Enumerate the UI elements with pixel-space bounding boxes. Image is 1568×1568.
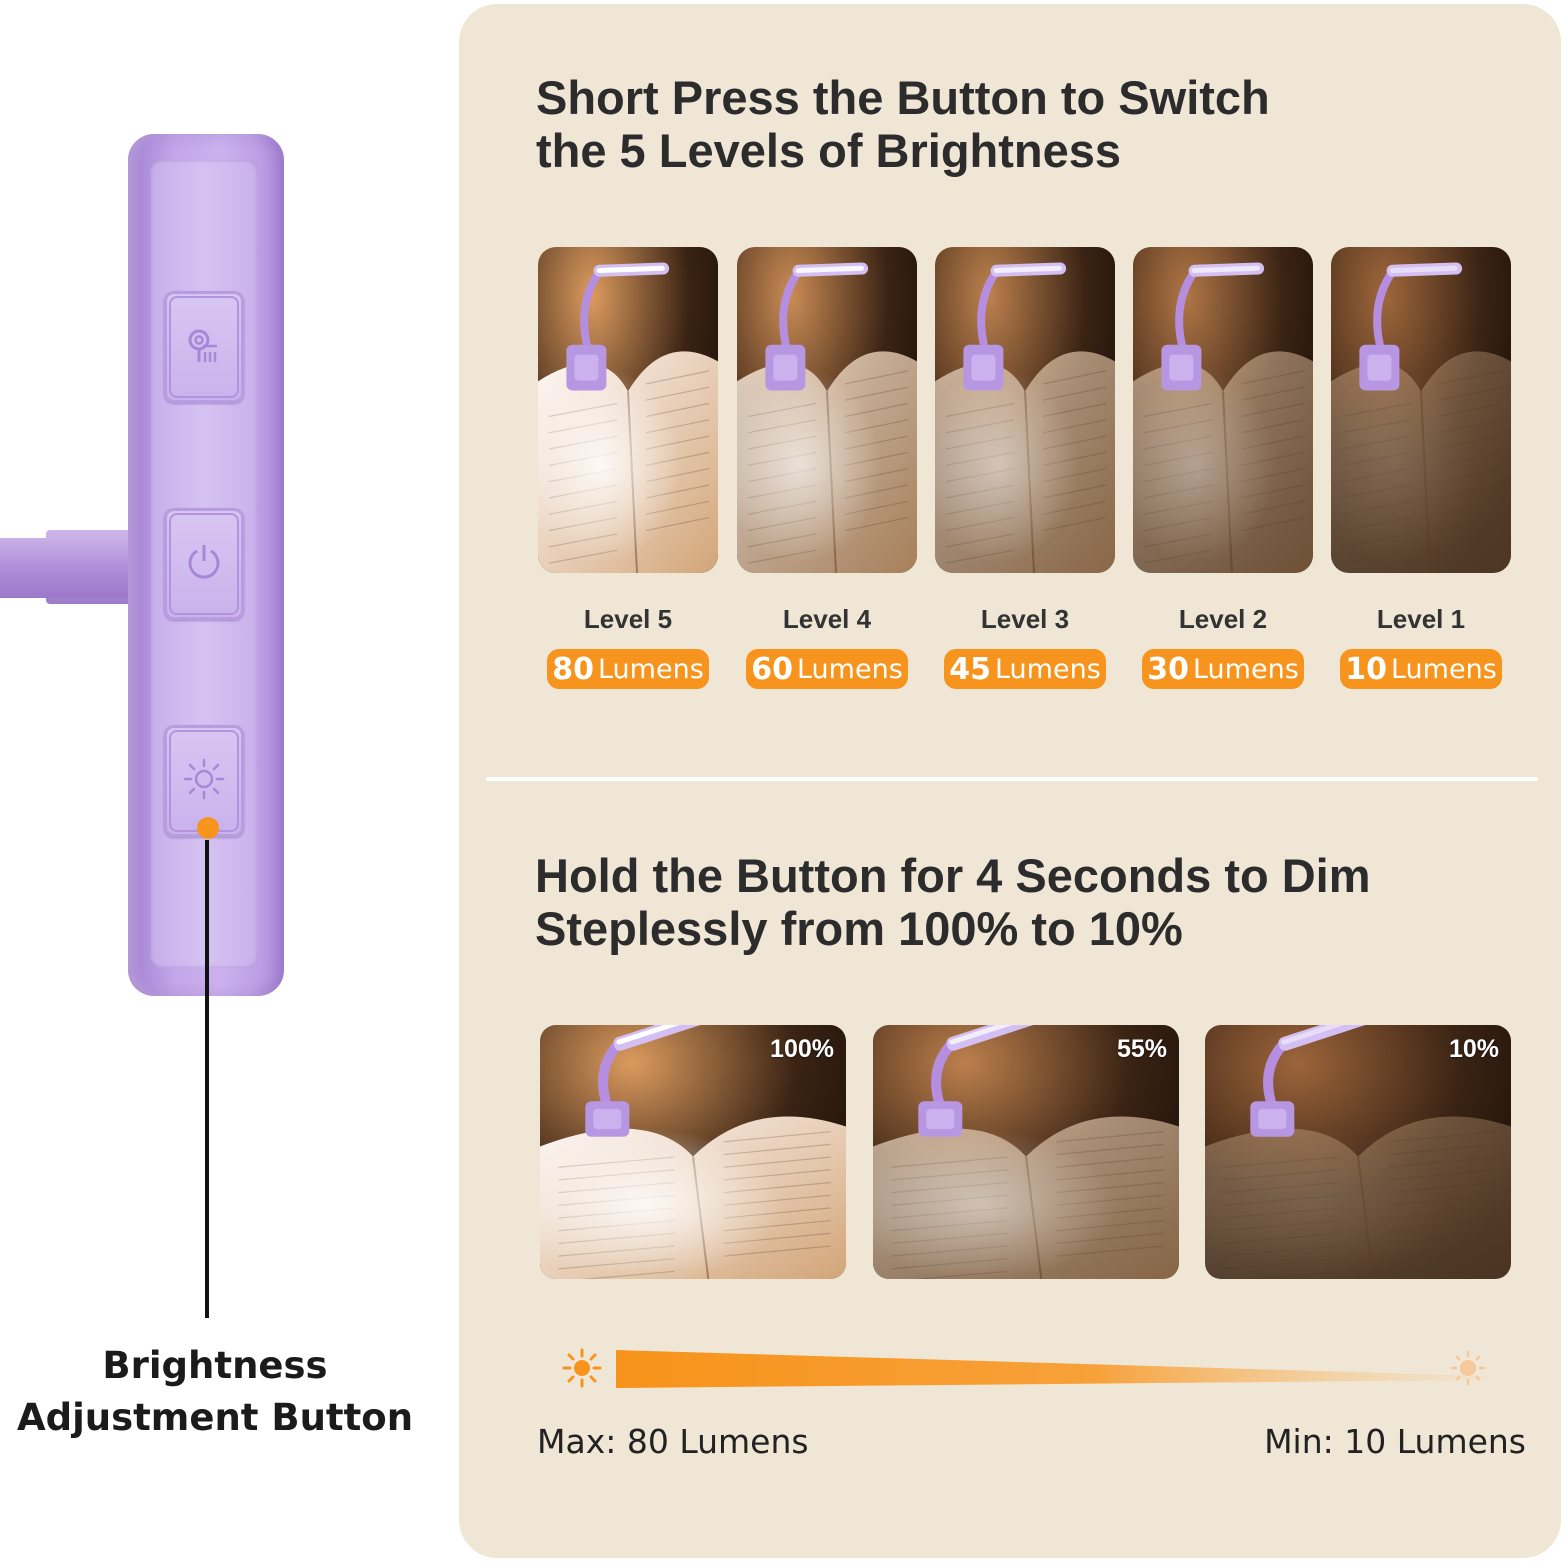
level-label: Level 2 xyxy=(1178,604,1268,634)
callout-line-1: Brightness xyxy=(102,1344,328,1387)
lumens-value: 60 xyxy=(751,651,793,687)
color-temperature-button[interactable] xyxy=(164,291,244,403)
info-panel xyxy=(459,4,1561,1558)
brightness-button-callout: Brightness Adjustment Button xyxy=(10,1340,420,1444)
dimming-percent-label: 10% xyxy=(1448,1035,1499,1063)
lumens-unit: Lumens xyxy=(1390,653,1497,685)
power-icon xyxy=(181,539,227,590)
lumens-value: 30 xyxy=(1147,651,1189,687)
brightness-icon xyxy=(181,756,227,807)
lumens-unit: Lumens xyxy=(1192,653,1299,685)
lumens-unit: Lumens xyxy=(597,653,704,685)
callout-line-2: Adjustment Button xyxy=(16,1396,414,1439)
level-thumbnail xyxy=(737,247,917,573)
dimming-example-image xyxy=(873,1025,1179,1279)
level-thumbnail xyxy=(538,247,718,573)
section-divider xyxy=(486,777,1538,781)
short-press-title: Short Press the Button to Switch the 5 L… xyxy=(536,71,1270,177)
dimming-percent-label: 100% xyxy=(770,1035,834,1063)
dimming-percent-label: 55% xyxy=(1116,1035,1167,1063)
hold-title: Hold the Button for 4 Seconds to Dim Ste… xyxy=(535,849,1371,955)
min-lumens-label: Min: 10 Lumens xyxy=(1264,1422,1526,1461)
dimming-example-image xyxy=(540,1025,846,1279)
lumens-unit: Lumens xyxy=(994,653,1101,685)
gooseneck-cable xyxy=(0,538,150,598)
level-label: Level 1 xyxy=(1376,604,1466,634)
lumens-unit: Lumens xyxy=(796,653,903,685)
short-press-title-line-2: the 5 Levels of Brightness xyxy=(536,124,1122,177)
dimming-example-image xyxy=(1205,1025,1511,1279)
max-brightness-sun-icon xyxy=(562,1348,602,1388)
color-temperature-icon xyxy=(181,322,227,373)
level-thumbnail xyxy=(1331,247,1511,573)
short-press-title-line-1: Short Press the Button to Switch xyxy=(536,71,1270,124)
level-label: Level 5 xyxy=(583,604,673,634)
lumens-value: 80 xyxy=(552,651,594,687)
brightness-indicator-dot xyxy=(197,817,219,839)
dimming-gradient-bar xyxy=(616,1350,1486,1388)
callout-pointer-line xyxy=(205,840,209,1318)
level-label: Level 4 xyxy=(782,604,872,634)
min-brightness-sun-icon xyxy=(1448,1348,1488,1388)
lumens-value: 10 xyxy=(1345,651,1387,687)
power-button[interactable] xyxy=(164,508,244,620)
lumens-value: 45 xyxy=(949,651,991,687)
level-thumbnail xyxy=(1133,247,1313,573)
hold-title-line-2: Steplessly from 100% to 10% xyxy=(535,902,1183,955)
level-label: Level 3 xyxy=(980,604,1070,634)
max-lumens-label: Max: 80 Lumens xyxy=(537,1422,809,1461)
level-thumbnail xyxy=(935,247,1115,573)
hold-title-line-1: Hold the Button for 4 Seconds to Dim xyxy=(535,849,1371,902)
